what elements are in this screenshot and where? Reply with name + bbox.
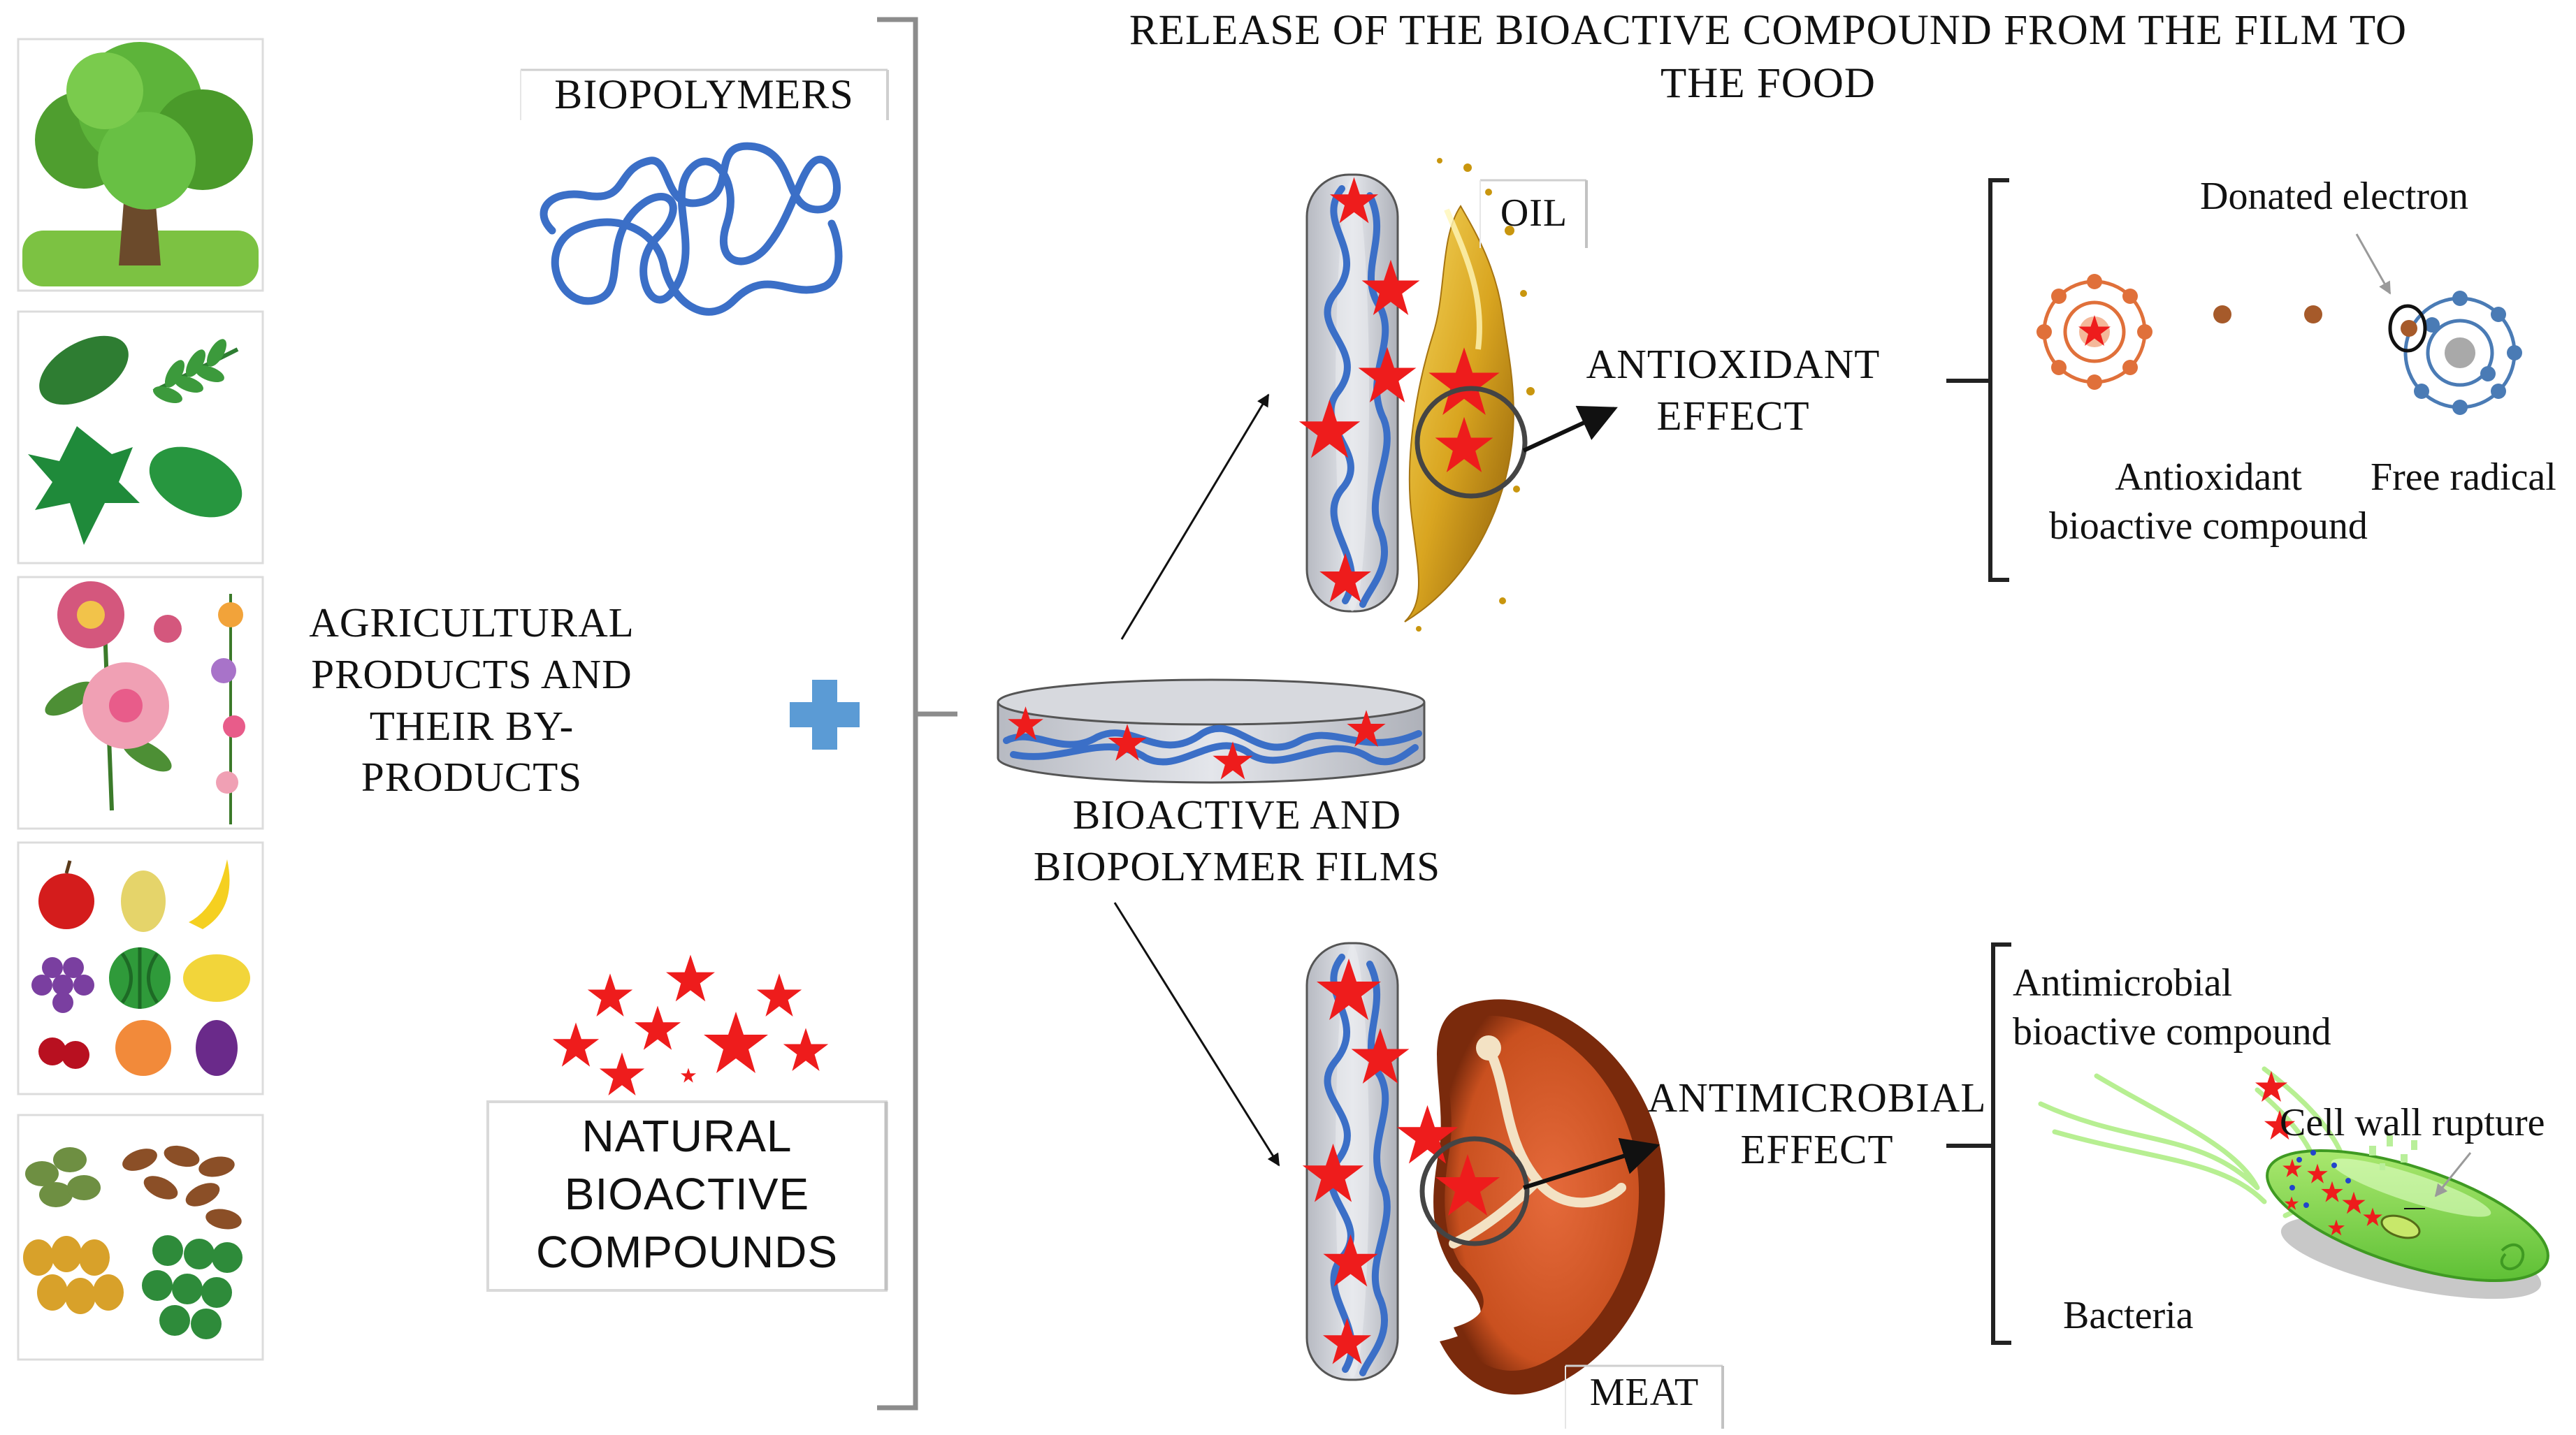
meat-label: MEAT: [1589, 1371, 1700, 1414]
biopolymer-chain: [540, 142, 843, 316]
oil-label: OIL: [1500, 191, 1568, 235]
film-line-1: BIOACTIVE AND: [1072, 792, 1402, 838]
antioxidant-compound-line-2: bioactive compound: [2049, 504, 2368, 548]
arrow-to-antioxidant: [1522, 405, 1618, 453]
donated-electron-label: Donated electron: [2200, 175, 2469, 218]
antioxidant-compound-line-1: Antioxidant: [2115, 456, 2302, 499]
main-title: RELEASE OF THE BIOACTIVE COMPOUND FROM T…: [999, 4, 2537, 111]
arrow-donated-electron: [2355, 233, 2392, 295]
antioxidant-effect-line-1: ANTIOXIDANT: [1586, 341, 1881, 387]
arrow-cell-wall-rupture: [2434, 1152, 2472, 1197]
natural-compounds-stars: [552, 954, 829, 1095]
natural-line-2: BIOACTIVE: [564, 1169, 810, 1220]
bacteria-label: Bacteria: [2063, 1294, 2194, 1337]
natural-compounds-label: NATURAL BIOACTIVE COMPOUNDS: [489, 1107, 885, 1282]
antimicrobial-effect-line-2: EFFECT: [1740, 1126, 1894, 1172]
arrow-to-oil: [1120, 393, 1270, 640]
antimicrobial-effect-line-1: ANTIMICROBIAL: [1647, 1075, 1987, 1121]
cell-wall-rupture-label: Cell wall rupture: [2280, 1101, 2545, 1144]
oil-splash: [1404, 158, 1535, 632]
meat-box: [1565, 1364, 1724, 1429]
antioxidant-compound-label: Antioxidant bioactive compound: [2013, 453, 2404, 551]
antioxidant-atom-icon: [2036, 274, 2152, 390]
main-title-line-2: THE FOOD: [1660, 60, 1876, 108]
main-title-line-1: RELEASE OF THE BIOACTIVE COMPOUND FROM T…: [1129, 7, 2408, 54]
agri-images-column: [17, 38, 264, 1361]
antimicrobial-compound-line-1: Antimicrobial: [2013, 961, 2233, 1005]
bioactive-films-label: BIOACTIVE AND BIOPOLYMER FILMS: [1013, 789, 1461, 893]
arrow-to-antimicrobial: [1523, 1137, 1660, 1190]
antimicrobial-compound-label: Antimicrobial bioactive compound: [2013, 959, 2331, 1056]
meat-steak: [1396, 999, 1665, 1395]
antimicrobial-bracket: [1946, 942, 2011, 1345]
film-line-2: BIOPOLYMER FILMS: [1033, 843, 1441, 889]
agri-line-2: PRODUCTS AND: [311, 650, 632, 697]
antimicrobial-effect-label: ANTIMICROBIAL EFFECT: [1635, 1072, 1999, 1176]
antioxidant-bracket: [1946, 178, 2009, 582]
free-radical-atom-icon: [2388, 291, 2522, 415]
leaves-image: [17, 310, 264, 564]
grouping-bracket: [877, 17, 957, 1411]
flowers-image: [17, 576, 264, 830]
electron-dot: [2213, 305, 2231, 323]
agri-line-4: PRODUCTS: [361, 754, 583, 801]
oil-box: [1479, 179, 1588, 248]
natural-compounds-box: [486, 1100, 888, 1292]
meat-zoom-circle: [1419, 1136, 1530, 1246]
natural-line-3: COMPOUNDS: [535, 1227, 839, 1278]
antimicrobial-compound-line-2: bioactive compound: [2013, 1010, 2331, 1054]
antioxidant-effect-label: ANTIOXIDANT EFFECT: [1558, 339, 1908, 442]
agricultural-products-label: AGRICULTURAL PRODUCTS AND THEIR BY- PROD…: [297, 597, 646, 803]
bacteria-icon: [2038, 1066, 2549, 1299]
bioactive-film-disc: [997, 678, 1426, 784]
agri-line-1: AGRICULTURAL: [309, 599, 635, 646]
fruits-image: [17, 841, 264, 1095]
film-vertical-top: [1298, 173, 1420, 613]
free-radical-label: Free radical: [2371, 456, 2556, 499]
natural-line-1: NATURAL: [581, 1111, 793, 1161]
arrow-to-meat: [1113, 902, 1280, 1167]
oil-zoom-circle: [1414, 386, 1528, 499]
tree-image: [17, 38, 264, 292]
seeds-image: [17, 1114, 264, 1361]
biopolymers-label: BIOPOLYMERS: [554, 71, 854, 117]
antioxidant-effect-line-2: EFFECT: [1656, 392, 1810, 439]
agri-line-3: THEIR BY-: [369, 702, 574, 749]
biopolymers-box: [520, 68, 889, 120]
plus-icon: [790, 680, 860, 750]
film-vertical-bottom: [1302, 942, 1410, 1381]
electron-dot: [2304, 305, 2322, 323]
